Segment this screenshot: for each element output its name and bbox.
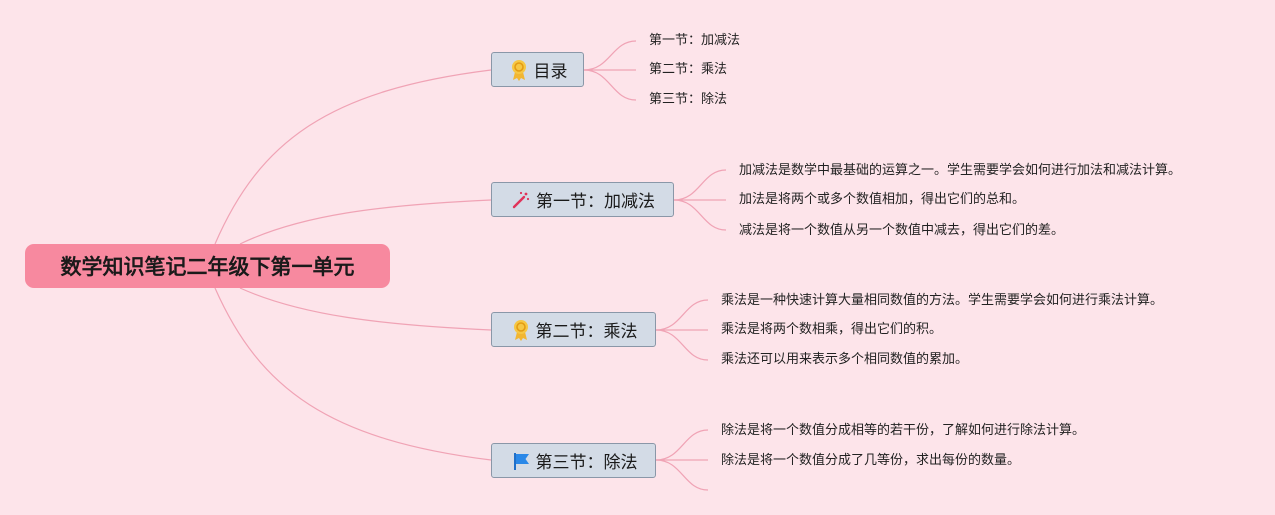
blue-flag-icon: [510, 450, 532, 472]
connector-s1-leaf: [673, 169, 727, 201]
connector-root-section1: [239, 199, 492, 245]
section-1-note-3[interactable]: 减法是将一个数值从另一个数值中减去，得出它们的差。: [739, 223, 1065, 238]
connector-root-section2: [239, 287, 492, 331]
topic-section-3-label: 第三节：除法: [535, 453, 638, 473]
root-topic-label: 数学知识笔记二年级下第一单元: [60, 255, 355, 279]
connector-s2-leaf: [655, 329, 709, 361]
toc-item-1[interactable]: 第一节：加减法: [649, 33, 741, 48]
section-1-note-1[interactable]: 加减法是数学中最基础的运算之一。学生需要学会如何进行加法和减法计算。: [739, 163, 1182, 178]
connector-root-toc: [214, 69, 492, 245]
award-ribbon-icon: [508, 59, 530, 81]
topic-section-2-label: 第二节：乘法: [535, 322, 638, 342]
topic-toc-label: 目录: [533, 62, 568, 82]
award-ribbon-icon: [510, 319, 532, 341]
connector-toc-leaf: [583, 69, 637, 101]
section-3-note-2[interactable]: 除法是将一个数值分成了几等份，求出每份的数量。: [721, 453, 1021, 468]
toc-item-3[interactable]: 第三节：除法: [649, 92, 728, 107]
topic-section-2[interactable]: 第二节：乘法: [491, 312, 656, 347]
connector-s1-leaf: [673, 199, 727, 231]
topic-section-3[interactable]: 第三节：除法: [491, 443, 656, 478]
section-3-note-1[interactable]: 除法是将一个数值分成相等的若干份，了解如何进行除法计算。: [721, 423, 1086, 438]
section-2-note-2[interactable]: 乘法是将两个数相乘，得出它们的积。: [721, 322, 943, 337]
topic-section-1[interactable]: 第一节：加减法: [491, 182, 674, 217]
toc-item-2[interactable]: 第二节：乘法: [649, 62, 728, 77]
root-topic[interactable]: 数学知识笔记二年级下第一单元: [25, 244, 390, 288]
magic-wand-icon: [510, 189, 532, 211]
section-2-note-1[interactable]: 乘法是一种快速计算大量相同数值的方法。学生需要学会如何进行乘法计算。: [721, 293, 1164, 308]
section-1-note-2[interactable]: 加法是将两个或多个数值相加，得出它们的总和。: [739, 192, 1026, 207]
connector-s2-leaf: [655, 299, 709, 331]
topic-toc[interactable]: 目录: [491, 52, 584, 87]
connector-toc-leaf: [583, 40, 637, 71]
connector-s3-leaf: [655, 429, 709, 461]
section-2-note-3[interactable]: 乘法还可以用来表示多个相同数值的累加。: [721, 352, 969, 367]
connector-s3-leaf: [655, 459, 709, 491]
connector-root-section3: [214, 287, 492, 461]
topic-section-1-label: 第一节：加减法: [536, 192, 655, 212]
